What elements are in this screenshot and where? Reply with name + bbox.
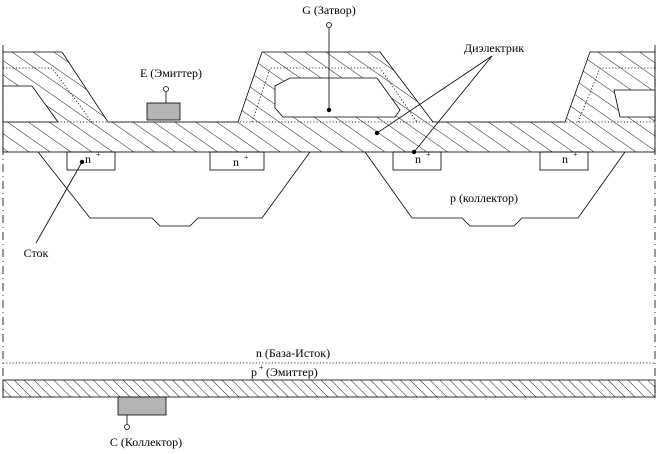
drain-callout: Сток: [24, 159, 85, 260]
emitter-contact: E (Эмиттер): [140, 66, 202, 121]
gate-label: G (Затвор): [302, 3, 356, 17]
p-emitter-label: p + (Эмиттер): [251, 363, 318, 379]
n-plus-label: n: [233, 155, 239, 169]
n-plus-region-3: n +: [392, 150, 442, 171]
n-plus-region-2: n +: [209, 151, 265, 171]
dielectric-label: Диэлектрик: [464, 41, 524, 55]
n-plus-sup: +: [426, 150, 431, 159]
p-region-left: [37, 151, 311, 227]
dielectric-callout: Диэлектрик: [374, 41, 524, 155]
n-plus-sup: +: [573, 150, 578, 159]
p-emitter-letter: p: [251, 365, 257, 379]
collector-label: C (Коллектор): [110, 435, 182, 449]
n-plus-label: n: [415, 152, 421, 166]
p-emitter-sup: +: [259, 363, 264, 372]
n-plus-sup: +: [96, 150, 101, 159]
n-base-label: n (База-Исток): [256, 346, 330, 360]
gate-terminal: G (Затвор): [302, 3, 356, 113]
n-plus-label: n: [562, 152, 568, 166]
n-plus-region-1: n +: [66, 150, 116, 171]
collector-contact: C (Коллектор): [110, 396, 182, 449]
n-plus-label: n: [85, 152, 91, 166]
p-emitter-layer: [2, 379, 656, 398]
n-plus-region-4: n +: [539, 150, 589, 171]
drain-label: Сток: [24, 246, 49, 260]
p-emitter-text: (Эмиттер): [266, 365, 318, 379]
p-region-right: [364, 151, 626, 227]
p-collector-label: p (коллектор): [450, 191, 518, 205]
emitter-contact-label: E (Эмиттер): [140, 66, 202, 80]
n-plus-sup: +: [244, 153, 249, 162]
